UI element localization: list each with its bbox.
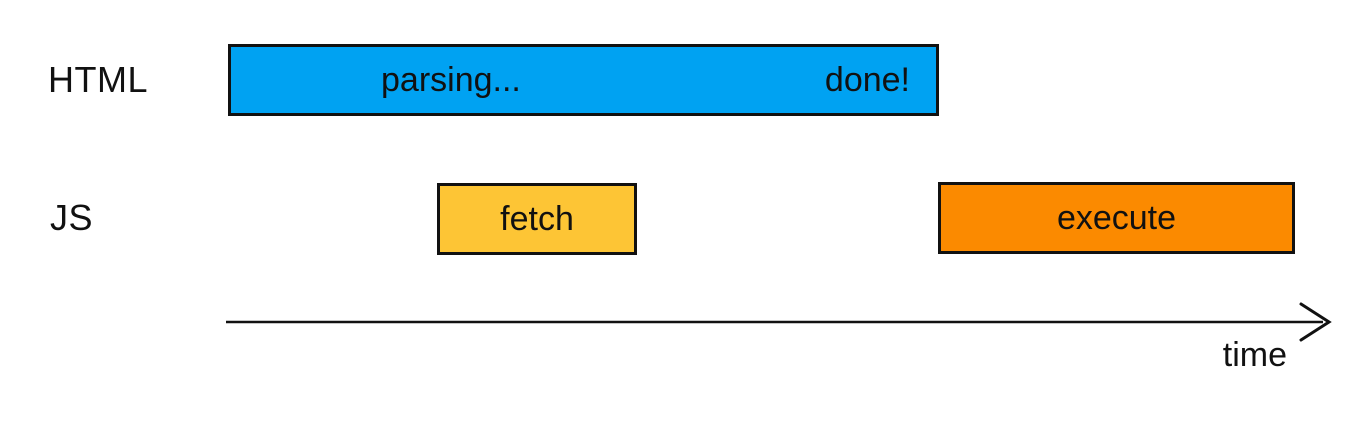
- fetch-label: fetch: [500, 199, 574, 238]
- time-axis-arrow: [226, 302, 1332, 342]
- time-axis-label: time: [1222, 336, 1287, 374]
- js-execute-bar: execute: [938, 182, 1295, 254]
- js-fetch-bar: fetch: [437, 183, 637, 255]
- done-label: done!: [824, 60, 910, 99]
- parsing-label: parsing...: [381, 60, 521, 99]
- row-label-js: JS: [50, 197, 94, 238]
- html-parsing-bar: parsing... done!: [228, 44, 939, 116]
- row-label-html: HTML: [48, 59, 148, 100]
- execute-label: execute: [1056, 198, 1177, 237]
